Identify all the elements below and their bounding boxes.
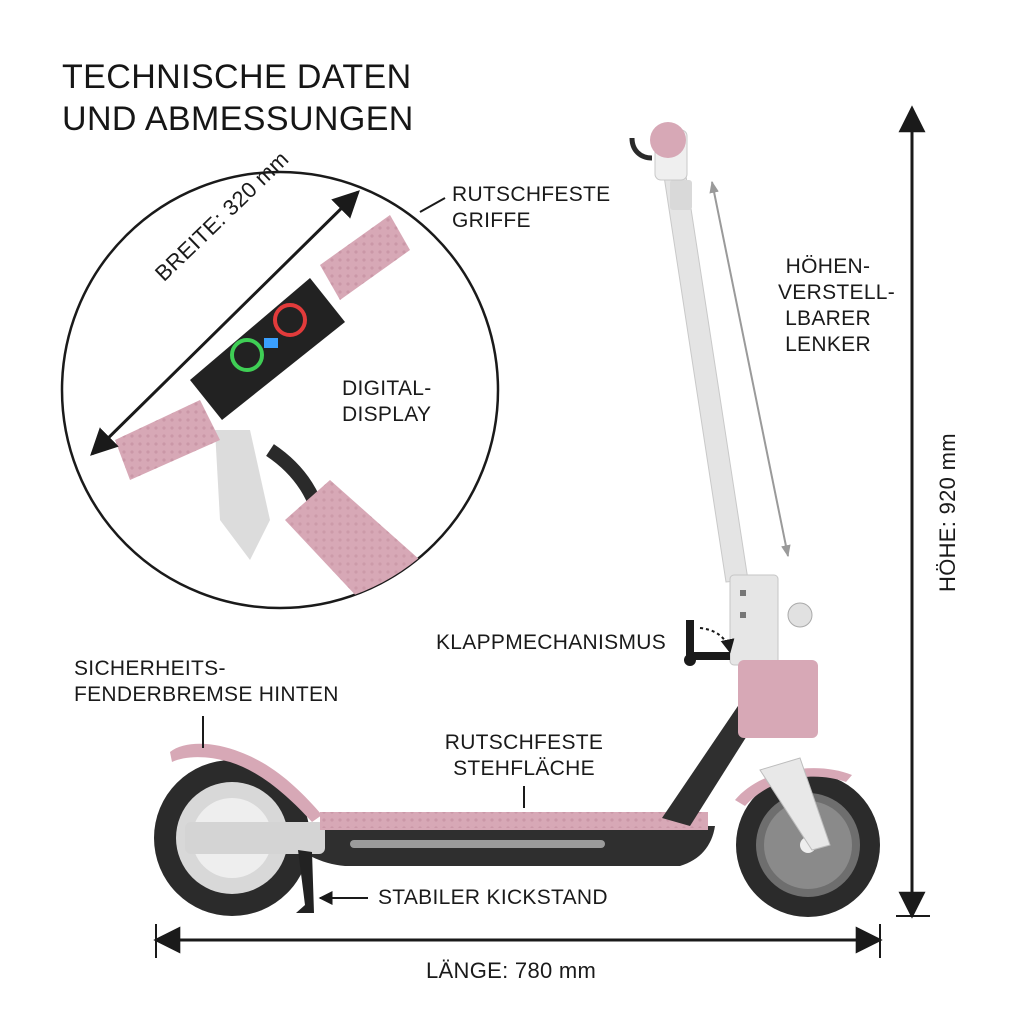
handlebar-adjust-line-2: VERSTELL-	[778, 281, 896, 304]
length-label: LÄNGE: 780 mm	[426, 958, 597, 983]
display-label: DIGITAL- DISPLAY	[342, 376, 432, 428]
grips-label-line-1: RUTSCHFESTE	[452, 183, 611, 206]
title-line-1: TECHNISCHE DATEN	[62, 58, 412, 96]
kickstand-label: STABILER KICKSTAND	[378, 886, 608, 909]
deck-label-line-2: STEHFLÄCHE	[453, 757, 595, 780]
front-wheel	[736, 773, 880, 917]
fender-brake-label: SICHERHEITS- FENDERBREMSE HINTEN	[74, 656, 339, 708]
title-line-2: UND ABMESSUNGEN	[62, 100, 414, 138]
grips-pointer	[419, 197, 446, 213]
display-label-line-2: DISPLAY	[342, 403, 432, 426]
rear-fender	[170, 743, 322, 822]
handlebar-adjust-line-4: LENKER	[785, 333, 871, 356]
deck-label: RUTSCHFESTE STEHFLÄCHE	[434, 730, 614, 782]
display-label-line-1: DIGITAL-	[342, 377, 432, 400]
height-label: HÖHE: 920 mm	[935, 433, 960, 592]
adjust-arrow	[709, 180, 791, 558]
handlebar-adjust-line-1: HÖHEN-	[785, 255, 871, 278]
front-fork	[759, 757, 831, 851]
deck	[185, 812, 715, 866]
steering-column	[659, 149, 818, 738]
handlebar-detail-circle	[60, 170, 500, 610]
folding-mechanism-icon	[684, 620, 735, 666]
fender-brake-line-2: FENDERBREMSE HINTEN	[74, 683, 339, 706]
page-title: TECHNISCHE DATEN UND ABMESSUNGEN	[62, 56, 414, 140]
handlebar-adjust-line-3: LBARER	[785, 307, 871, 330]
handlebar-adjust-label: HÖHEN- VERSTELL- LBARER LENKER	[778, 254, 896, 358]
kickstand	[296, 850, 314, 913]
deck-label-line-1: RUTSCHFESTE	[444, 731, 604, 754]
neck-frame	[662, 700, 762, 826]
folding-label: KLAPPMECHANISMUS	[436, 631, 667, 654]
fender-brake-line-1: SICHERHEITS-	[74, 657, 226, 680]
width-arrow	[90, 190, 360, 456]
grips-label: RUTSCHFESTE GRIFFE	[452, 182, 610, 234]
grips-label-line-2: GRIFFE	[452, 209, 531, 232]
handlebar-side	[629, 122, 688, 181]
